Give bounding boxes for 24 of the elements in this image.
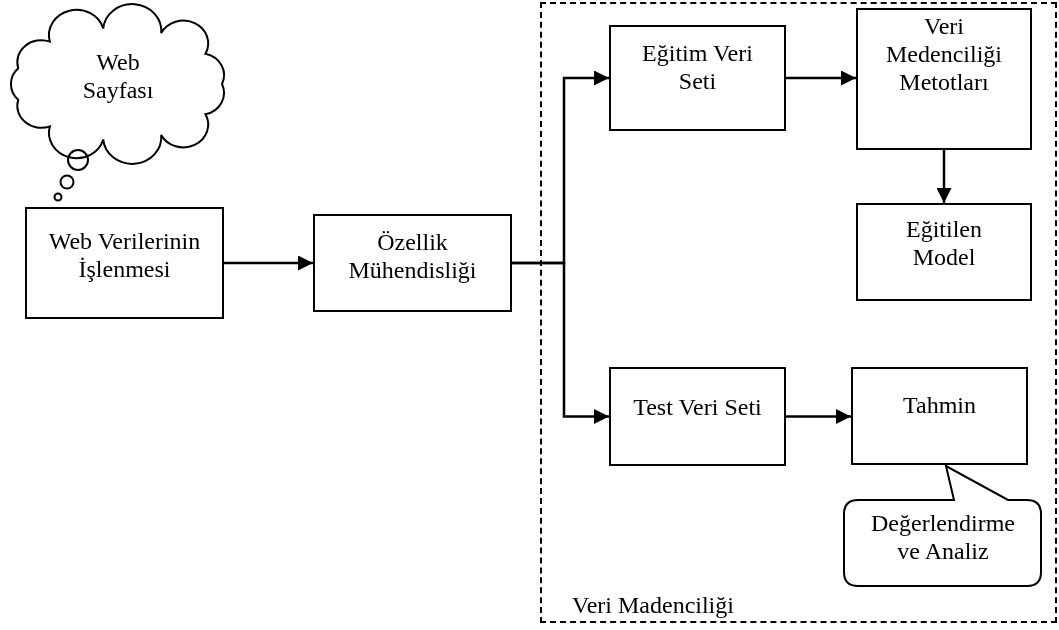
box-label: Test Veri Seti — [633, 393, 762, 421]
process-box — [609, 367, 786, 466]
group-label: Veri Madenciliği — [572, 591, 734, 619]
process-box — [851, 367, 1028, 465]
arrow — [786, 70, 856, 86]
box-label: Eğitilen Model — [905, 215, 983, 271]
arrow — [512, 261, 609, 424]
box-label: Veri Medenciliği Metotları — [885, 12, 1003, 96]
callout-text: Değerlendirme ve Analiz — [870, 509, 1016, 565]
process-box — [856, 203, 1032, 301]
arrow — [786, 409, 851, 424]
process-box — [856, 8, 1032, 150]
process-box — [313, 214, 512, 312]
box-label: Web Verilerinin İşlenmesi — [47, 227, 202, 283]
box-label: Özellik Mühendisliği — [347, 228, 478, 284]
speech-bubble — [843, 465, 1043, 587]
box-label: Eğitim Veri Seti — [641, 39, 754, 95]
arrow — [224, 255, 313, 271]
cloud-text: Web Sayfası — [81, 48, 155, 104]
process-box — [609, 25, 786, 131]
arrow — [936, 150, 952, 203]
box-label: Tahmin — [903, 391, 976, 419]
process-box — [25, 207, 224, 319]
dashed-group-frame — [540, 2, 1057, 623]
